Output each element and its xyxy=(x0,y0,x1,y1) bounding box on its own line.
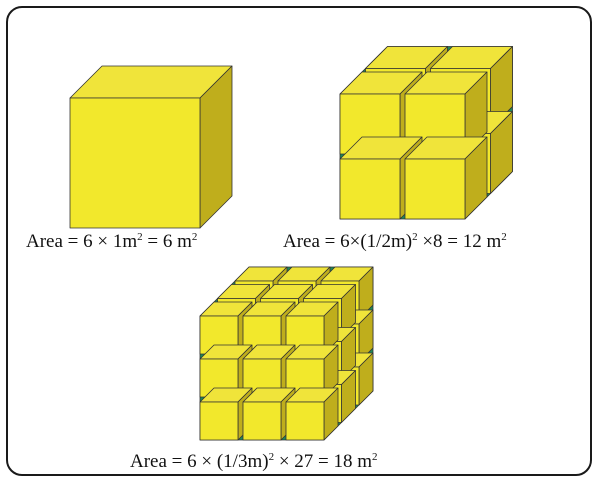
cube-front-face xyxy=(339,158,401,220)
twenty-seven-cubes-area-caption: Area = 6 × (1/3m)2 × 27 = 18 m2 xyxy=(130,451,378,472)
cube-7 xyxy=(404,136,488,220)
eight-cubes-area-caption: Area = 6×(1/2m)2 ×8 = 12 m2 xyxy=(283,231,507,252)
eight-cube-block xyxy=(339,46,513,220)
cube-front-face xyxy=(404,158,466,220)
cube-0 xyxy=(69,65,233,229)
cube-20 xyxy=(285,301,339,355)
cube-26 xyxy=(285,387,339,441)
cube-front-face xyxy=(285,401,325,441)
single-cube-area-caption: Area = 6 × 1m2 = 6 m2 xyxy=(26,231,198,252)
twenty-seven-cube-block xyxy=(199,266,374,441)
cube-front-face xyxy=(242,401,282,441)
cube-front-face xyxy=(199,401,239,441)
single-cube xyxy=(69,65,233,229)
cube-6 xyxy=(339,136,423,220)
cube-front-face xyxy=(69,97,201,229)
cube-23 xyxy=(285,344,339,398)
